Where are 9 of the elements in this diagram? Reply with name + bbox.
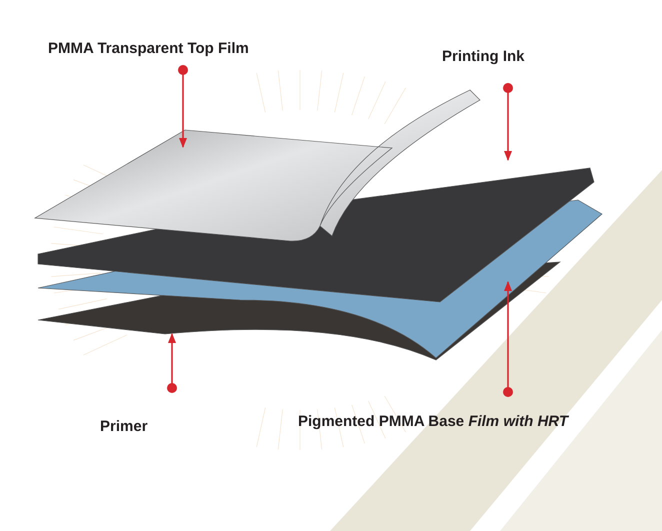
leader-line [178,65,188,148]
callout-label: Primer [100,418,148,435]
leader-line [503,281,513,397]
callout-label: Pigmented PMMA Base Film with HRT [298,413,568,430]
leader-line [503,83,513,161]
callout-label: PMMA Transparent Top Film [48,40,249,57]
callout-label: Printing Ink [442,48,524,65]
top-film-layer [34,90,480,242]
leader-line [167,333,177,393]
